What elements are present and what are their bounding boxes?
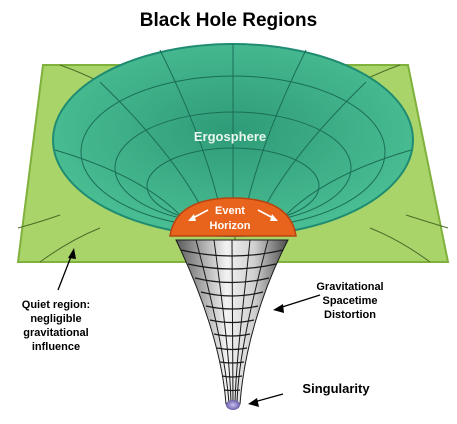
quiet-region-label-line1: Quiet region: (21, 299, 91, 311)
callout-arrows (57, 248, 321, 407)
spacetime-funnel (175, 239, 289, 405)
distortion-label-line3: Distortion (324, 309, 376, 321)
singularity-label: Singularity (302, 381, 370, 396)
distortion-label: Gravitational Spacetime Distortion (302, 280, 398, 322)
event-horizon (169, 197, 297, 237)
singularity-point (226, 400, 240, 410)
quiet-region-label-line3: gravitational (23, 327, 89, 339)
quiet-region-label-line2: negligible (30, 313, 82, 325)
event-horizon-label: Event Horizon (190, 204, 270, 234)
event-horizon-label-line2: Horizon (209, 220, 251, 232)
event-horizon-label-line1: Event (215, 205, 245, 217)
quiet-region-label-line4: influence (31, 341, 81, 353)
distortion-label-line1: Gravitational (316, 281, 384, 293)
distortion-label-line2: Spacetime (322, 295, 378, 307)
quiet-region-label: Quiet region: negligible gravitational i… (8, 298, 104, 354)
ergosphere-label: Ergosphere (193, 129, 267, 144)
page-title: Black Hole Regions (139, 10, 318, 31)
